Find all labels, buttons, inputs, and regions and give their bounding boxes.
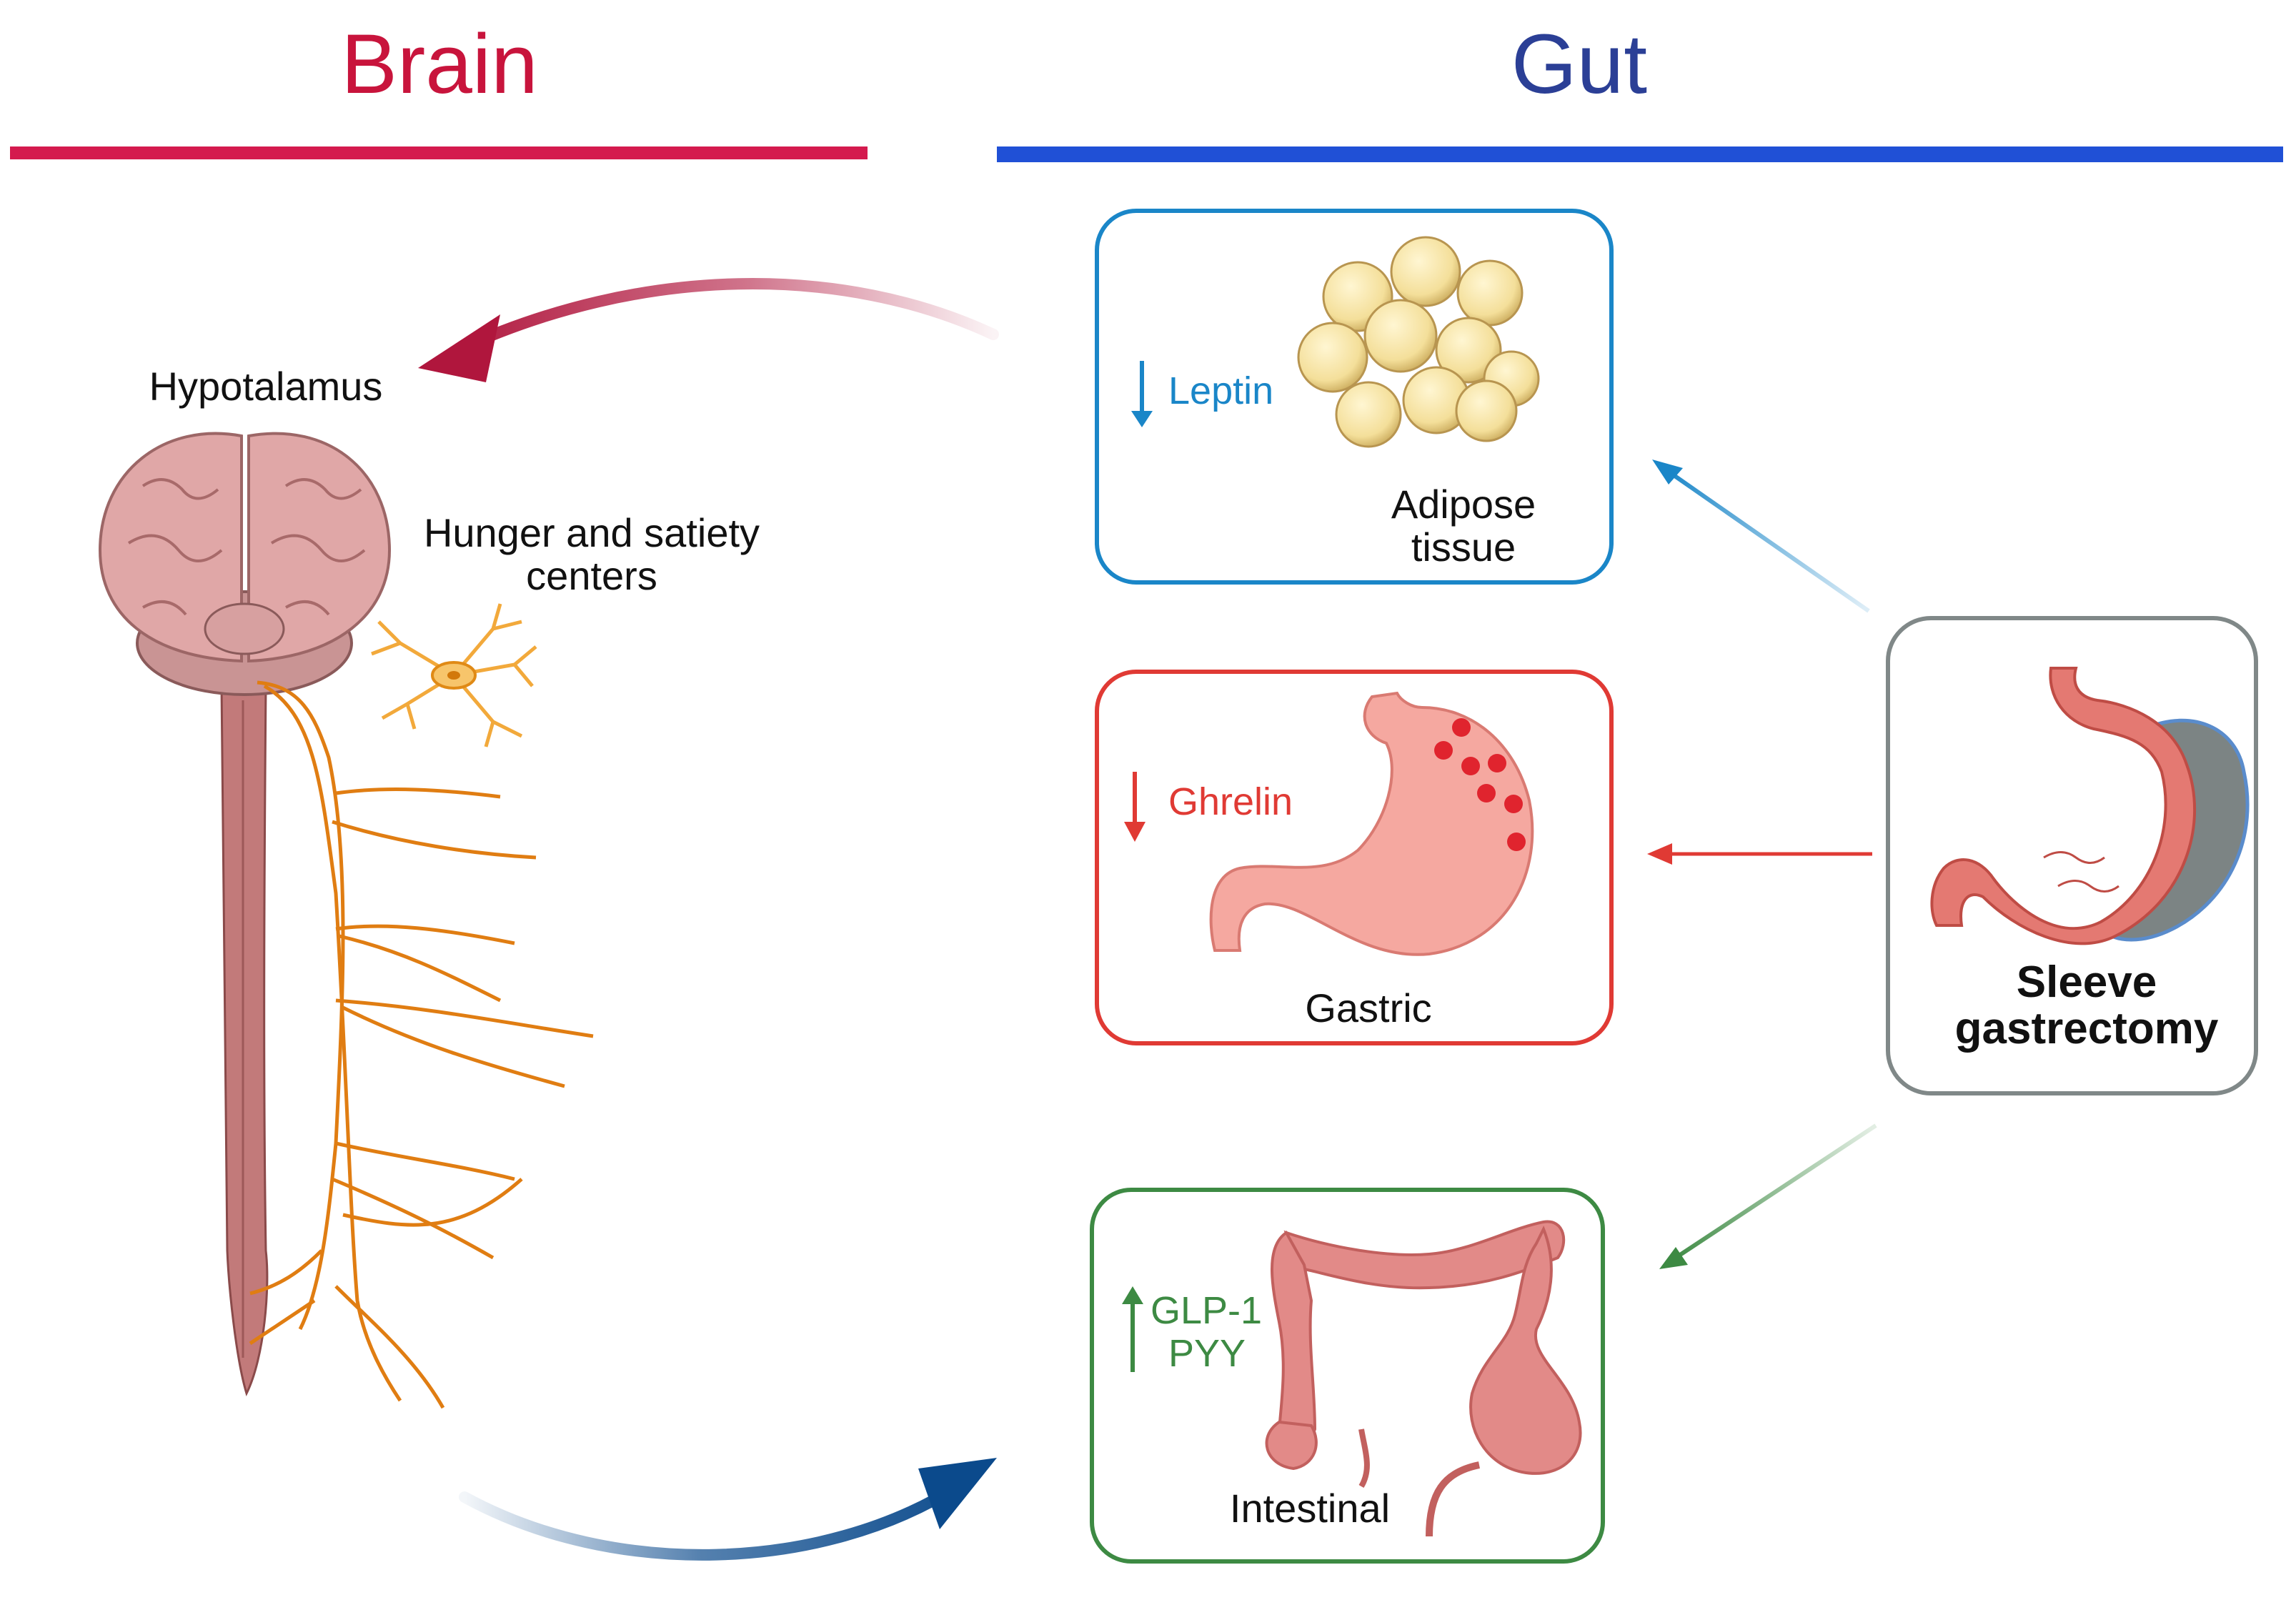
gastric-box: Ghrelin Gastric <box>1095 670 1614 1045</box>
adipose-box: Leptin Adipose tissue <box>1095 209 1614 585</box>
brain-header-bar <box>10 146 868 159</box>
brain-header: Brain <box>341 17 537 111</box>
glp1-label: GLP-1 <box>1151 1289 1262 1332</box>
gastric-label: Gastric <box>1305 985 1431 1030</box>
sleeve-label-line1: Sleeve <box>2017 958 2157 1007</box>
brain-to-gut-arrow <box>459 1458 997 1561</box>
sleeve-gastrectomy-box: Sleeve gastrectomy <box>1886 616 2258 1095</box>
pyy-label: PYY <box>1168 1332 1246 1375</box>
hunger-centers-label-line1: Hunger and satiety <box>424 510 760 555</box>
ghrelin-label: Ghrelin <box>1168 780 1293 823</box>
neuron-icon <box>371 603 537 747</box>
hypothalamus-label: Hypotalamus <box>149 364 383 409</box>
adipose-label-line1: Adipose <box>1391 482 1536 527</box>
stomach-icon <box>1209 691 1534 956</box>
gut-header-bar <box>997 146 2283 162</box>
sleeve-to-adipose-arrow <box>1652 459 1870 613</box>
colon-icon <box>1265 1220 1582 1537</box>
adipose-cells-icon <box>1297 236 1540 448</box>
gut-to-brain-arrow <box>418 278 999 382</box>
sleeve-to-intestinal-arrow <box>1659 1123 1877 1269</box>
intestinal-label: Intestinal <box>1230 1486 1390 1531</box>
leptin-down-arrow-icon <box>1131 361 1153 427</box>
brain-icon <box>98 432 392 696</box>
sleeve-to-gastric-arrow <box>1647 843 1872 865</box>
gut-header: Gut <box>1511 17 1647 111</box>
spinal-cord-icon <box>220 685 269 1397</box>
intestinal-box: GLP-1 PYY Intestinal <box>1090 1188 1605 1564</box>
leptin-label: Leptin <box>1168 369 1273 412</box>
adipose-label-line2: tissue <box>1411 525 1516 570</box>
sleeve-label-line2: gastrectomy <box>1955 1004 2219 1053</box>
glp1-up-arrow-icon <box>1122 1286 1143 1372</box>
hunger-centers-label-line2: centers <box>526 553 657 598</box>
nerve-fibers <box>249 680 594 1409</box>
ghrelin-down-arrow-icon <box>1124 772 1145 842</box>
sleeve-stomach-icon <box>1930 667 2250 945</box>
